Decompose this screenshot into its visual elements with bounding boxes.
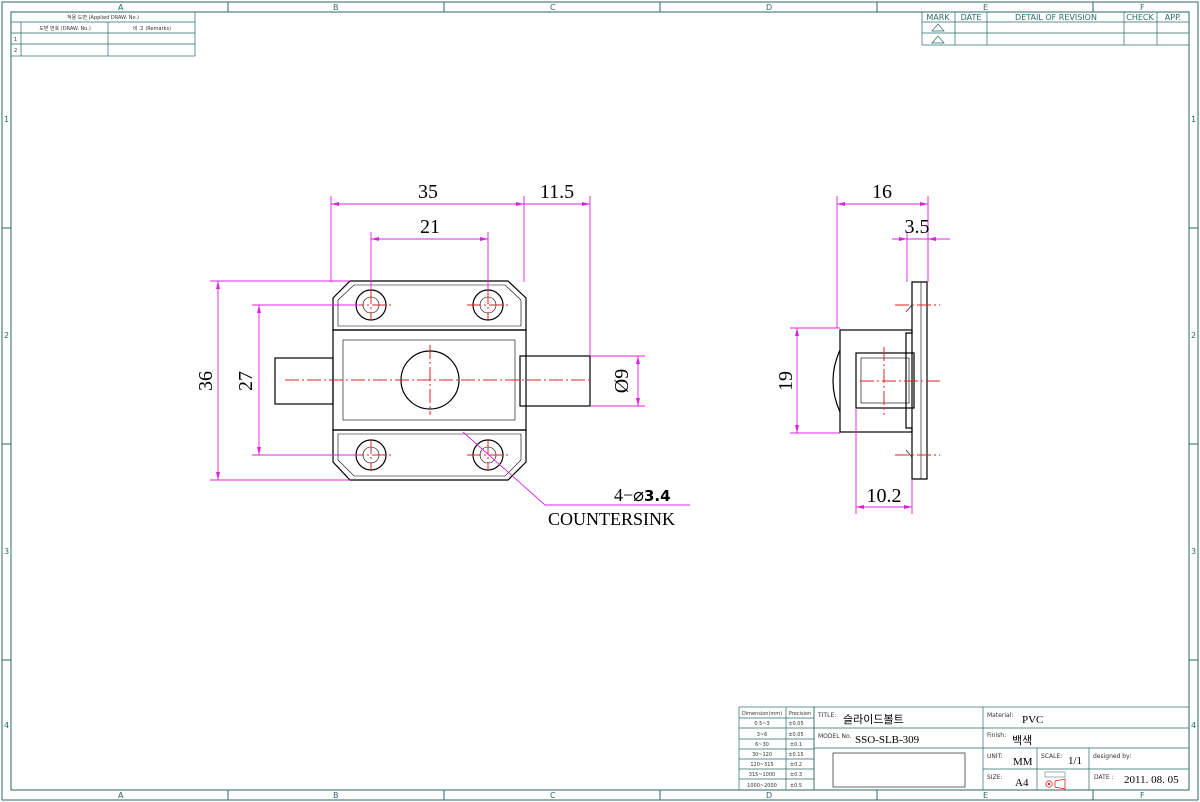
date-label: DATE : bbox=[1094, 774, 1114, 781]
bolt-right bbox=[519, 355, 591, 407]
grid-row-4-left: 4 bbox=[4, 721, 9, 730]
tolerance-row-prec: ±0.15 bbox=[788, 752, 803, 758]
grid-col-b-top: B bbox=[333, 3, 339, 12]
side-dimensions: 16 3.5 19 10.2 bbox=[775, 181, 950, 514]
grid-row-4-right: 4 bbox=[1191, 721, 1196, 730]
tolerance-row-prec: ±0.05 bbox=[788, 732, 803, 738]
side-knob bbox=[832, 349, 841, 413]
grid-row-2-right: 2 bbox=[1191, 331, 1196, 340]
tolerance-row-dim: 1000~2000 bbox=[747, 783, 777, 789]
tolerance-row-prec: ±0.5 bbox=[790, 783, 802, 789]
dim-35: 35 bbox=[418, 181, 438, 203]
revision-header-mark: MARK bbox=[926, 13, 950, 22]
side-body bbox=[839, 329, 913, 433]
title-block: TITLE: 슬라이드볼트 MODEL No. SSO-SLB-309 Mate… bbox=[813, 706, 1190, 791]
grid-col-d-top: D bbox=[766, 3, 772, 12]
grid-col-c-bottom: C bbox=[550, 791, 556, 800]
grid-col-d-bottom: D bbox=[766, 791, 772, 800]
material-value: PVC bbox=[1022, 714, 1043, 726]
scale-value: 1/1 bbox=[1068, 755, 1082, 767]
dim-19: 19 bbox=[775, 371, 797, 391]
tolerance-row-prec: ±0.05 bbox=[788, 721, 803, 727]
applied-table-row-2: 2 bbox=[14, 48, 17, 54]
applied-table-col1: 도면 번호 (DRAW. No.) bbox=[39, 25, 91, 32]
revision-triangle-icon bbox=[931, 23, 945, 32]
tolerance-row-dim: 30~120 bbox=[752, 752, 772, 758]
unit-value: MM bbox=[1013, 756, 1033, 768]
tolerance-row-dim: 6~30 bbox=[755, 742, 769, 748]
finish-value: 백색 bbox=[1012, 734, 1032, 747]
note-holes: 4−⌀3.4 bbox=[614, 485, 671, 505]
grid-row-2-left: 2 bbox=[4, 331, 9, 340]
front-dimensions: 35 11.5 21 36 27 Ø9 bbox=[195, 181, 690, 506]
grid-row-1-left: 1 bbox=[4, 115, 9, 124]
unit-label: UNIT: bbox=[987, 753, 1003, 760]
material-label: Material: bbox=[987, 712, 1013, 719]
tolerance-row-dim: 315~1000 bbox=[749, 772, 775, 778]
dim-10-2: 10.2 bbox=[867, 485, 902, 507]
tolerance-header-dim: Dimension(mm) bbox=[742, 711, 782, 717]
tolerance-row-dim: 3~6 bbox=[757, 732, 768, 738]
scale-label: SCALE: bbox=[1041, 753, 1062, 760]
designed-label: designed by: bbox=[1093, 753, 1131, 760]
tolerance-row-dim: 120~315 bbox=[750, 762, 773, 768]
grid-col-c-top: C bbox=[550, 3, 556, 12]
grid-col-b-bottom: B bbox=[333, 791, 339, 800]
tolerance-row-prec: ±0.1 bbox=[790, 742, 802, 748]
tolerance-row-prec: ±0.3 bbox=[790, 772, 802, 778]
size-label: SIZE: bbox=[987, 774, 1003, 781]
tolerance-row-prec: ±0.2 bbox=[790, 762, 802, 768]
date-value: 2011. 08. 05 bbox=[1124, 774, 1179, 786]
finish-label: Finish: bbox=[987, 732, 1006, 739]
grid-row-1-right: 1 bbox=[1191, 115, 1196, 124]
grid-col-f-bottom: F bbox=[1140, 791, 1145, 800]
dim-21: 21 bbox=[420, 216, 440, 238]
grid-col-e-top: E bbox=[983, 3, 988, 12]
title-label: TITLE: bbox=[817, 712, 836, 719]
grid-col-a-bottom: A bbox=[118, 791, 124, 800]
model-value: SSO-SLB-309 bbox=[855, 734, 920, 746]
grid-col-e-bottom: E bbox=[983, 791, 988, 800]
dim-3-5: 3.5 bbox=[905, 216, 930, 238]
front-view bbox=[274, 280, 591, 481]
grid-row-3-right: 3 bbox=[1191, 547, 1196, 556]
projection-symbol-icon bbox=[1044, 771, 1066, 790]
applied-table-col2: 비 고 (Remarks) bbox=[133, 25, 171, 32]
size-value: A4 bbox=[1015, 777, 1029, 789]
applied-table-row-1: 1 bbox=[14, 37, 17, 43]
inner-frame bbox=[10, 11, 1190, 791]
revision-header-date: DATE bbox=[961, 13, 982, 22]
grid-col-f-top: F bbox=[1140, 3, 1145, 12]
revision-header-check: CHECK bbox=[1126, 13, 1154, 22]
note-countersink: COUNTERSINK bbox=[548, 509, 675, 529]
dim-11-5: 11.5 bbox=[540, 181, 574, 203]
revision-header-app: APP. bbox=[1165, 13, 1181, 22]
applied-table-header: 적용 도면 (Applied DRAW. No.) bbox=[67, 14, 139, 21]
revision-triangle-icon bbox=[931, 35, 945, 44]
applied-drawing-table: 적용 도면 (Applied DRAW. No.) 도면 번호 (DRAW. N… bbox=[10, 11, 196, 57]
model-label: MODEL No. bbox=[818, 733, 852, 740]
dim-36: 36 bbox=[195, 371, 217, 391]
bolt-stub-left bbox=[274, 357, 334, 405]
dim-diameter-9: Ø9 bbox=[611, 369, 633, 393]
title-value: 슬라이드볼트 bbox=[843, 713, 904, 726]
side-view bbox=[832, 281, 940, 480]
dim-27: 27 bbox=[235, 371, 257, 391]
grid-row-3-left: 3 bbox=[4, 547, 9, 556]
revision-table: MARK DATE DETAIL OF REVISION CHECK APP. bbox=[921, 11, 1190, 46]
tolerance-header-prec: Precision bbox=[789, 711, 811, 717]
tolerance-table: Dimension(mm) Precision 0.5~3 ±0.05 3~6 … bbox=[738, 706, 815, 791]
tolerance-row-dim: 0.5~3 bbox=[754, 721, 769, 727]
revision-header-detail: DETAIL OF REVISION bbox=[1015, 13, 1097, 22]
dim-16: 16 bbox=[872, 181, 892, 203]
grid-col-a-top: A bbox=[118, 3, 124, 12]
